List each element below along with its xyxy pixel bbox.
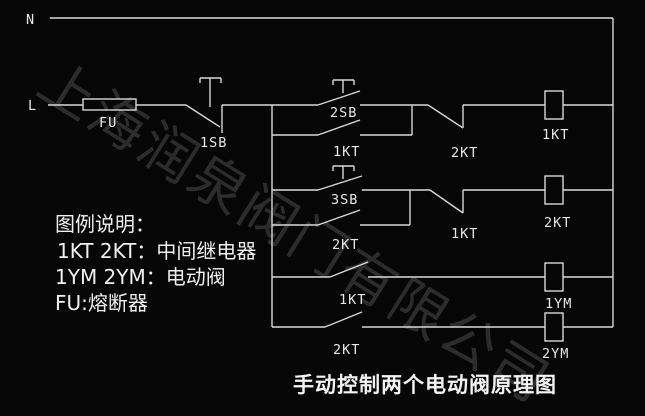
start-button-2sb bbox=[317, 79, 361, 106]
interlock-contact-1kt bbox=[429, 189, 464, 214]
seal-contact-a-label: 1KT bbox=[333, 144, 360, 160]
neutral-rail-label: N bbox=[26, 12, 35, 28]
diagram-caption: 手动控制两个电动阀原理图 bbox=[293, 373, 557, 397]
interlock-b-label: 1KT bbox=[451, 226, 478, 242]
coil-b-label: 2KT bbox=[544, 215, 571, 231]
legend-entry-fuse: FU:熔断器 bbox=[55, 291, 148, 315]
live-rail-label: L bbox=[28, 98, 37, 114]
seal-contact-1kt bbox=[272, 105, 413, 136]
valve-coil-b-label: 2YM bbox=[542, 346, 569, 362]
start-button-3sb bbox=[317, 165, 363, 191]
coil-1ym bbox=[544, 262, 564, 292]
fuse-label: FU bbox=[99, 115, 117, 131]
stop-button-label: 1SB bbox=[200, 135, 227, 151]
valve-contact-a-label: 1KT bbox=[339, 292, 366, 308]
coil-2ym bbox=[544, 312, 564, 342]
stop-button-1sb bbox=[185, 77, 223, 133]
seal-contact-2kt bbox=[272, 190, 411, 226]
fuse-symbol bbox=[82, 98, 137, 111]
valve-coil-a-label: 1YM bbox=[545, 296, 572, 312]
valve-contact-b-label: 2KT bbox=[333, 342, 360, 358]
interlock-contact-2kt bbox=[427, 104, 464, 129]
legend-entry-relays: 1KT 2KT：中间继电器 bbox=[57, 239, 256, 263]
valve-contact-1kt bbox=[329, 261, 369, 278]
coil-1kt bbox=[544, 90, 564, 120]
legend-title: 图例说明： bbox=[55, 212, 155, 236]
coil-a-label: 1KT bbox=[542, 127, 569, 143]
start-button-b-label: 3SB bbox=[331, 192, 358, 208]
seal-contact-b-label: 2KT bbox=[332, 237, 359, 253]
valve-contact-2kt bbox=[324, 311, 363, 328]
legend-entry-valves: 1YM 2YM：电动阀 bbox=[55, 265, 226, 289]
coil-2kt bbox=[544, 175, 564, 205]
start-button-a-label: 2SB bbox=[330, 105, 357, 121]
interlock-a-label: 2KT bbox=[451, 145, 478, 161]
